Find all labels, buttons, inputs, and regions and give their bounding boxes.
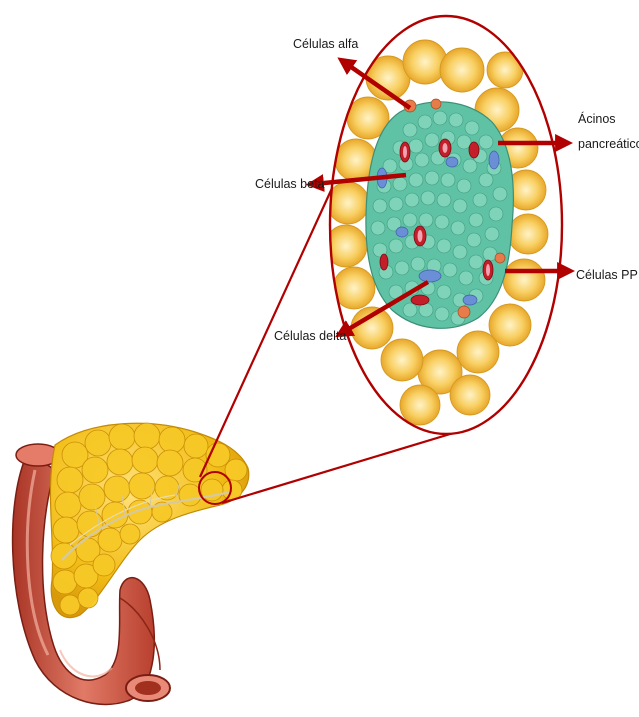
label-delta-cells: Células delta	[274, 329, 346, 343]
islet-magnified-view	[325, 16, 562, 434]
label-alpha-cells: Células alfa	[293, 37, 358, 51]
label-acinos-line2: pancreáticos	[578, 137, 639, 151]
label-acinos-line1: Ácinos	[578, 111, 616, 126]
pancreas-illustration	[13, 423, 249, 704]
label-beta-cells: Células beta	[255, 177, 325, 191]
label-pp-cells: Células PP	[576, 268, 638, 282]
